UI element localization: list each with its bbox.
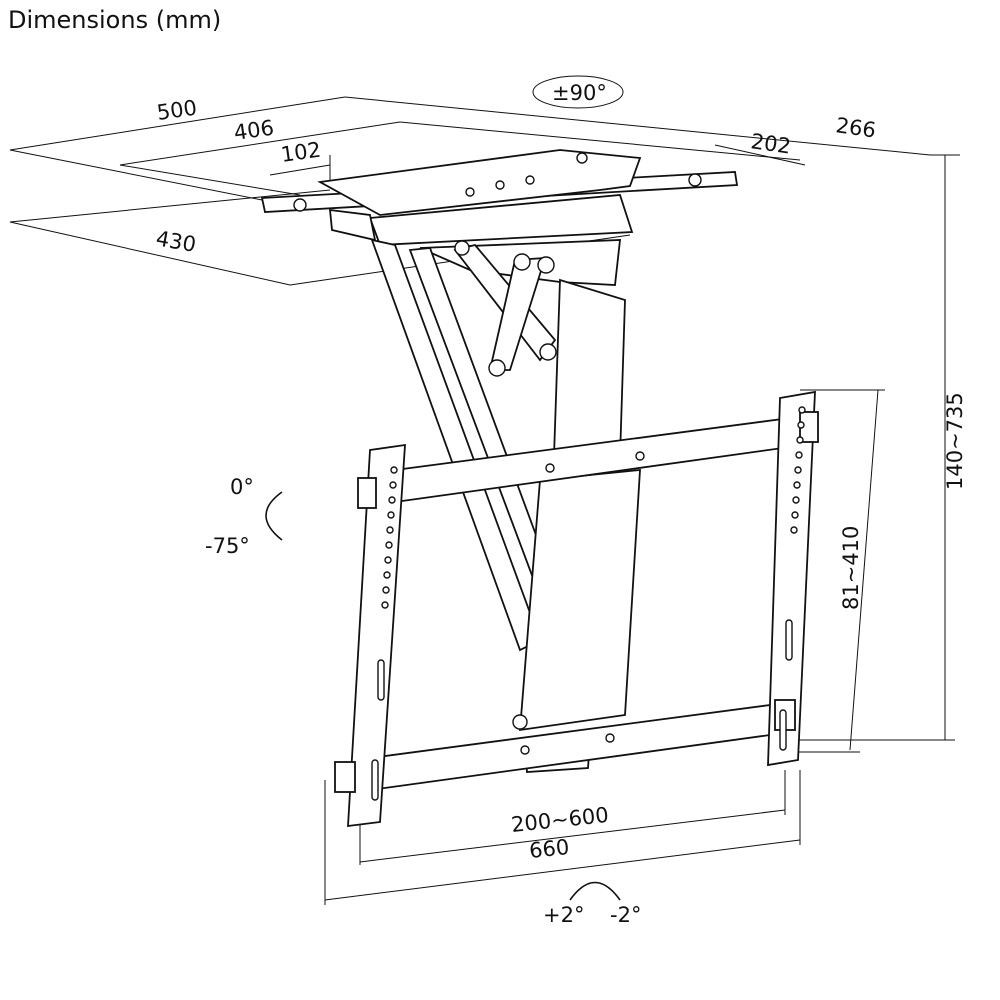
dim-660: 660	[528, 835, 570, 863]
scissor-arm	[370, 238, 641, 773]
diagram-title: Dimensions (mm)	[8, 6, 222, 34]
tv-bracket	[334, 390, 819, 828]
vesa-holes-left	[371, 466, 398, 801]
level-minus-label: -2°	[610, 903, 641, 927]
level-arrow-icon	[569, 881, 621, 901]
dimension-lines	[9, 96, 960, 905]
ceiling-plate	[260, 149, 739, 286]
tilt-arrow-icon	[265, 491, 283, 541]
dim-200-600: 200~600	[510, 803, 610, 837]
dim-406: 406	[232, 116, 275, 145]
dim-430: 430	[154, 226, 198, 257]
dim-81-410: 81~410	[839, 526, 863, 610]
tilt-max-label: 0°	[230, 475, 254, 499]
dim-202: 202	[749, 129, 792, 158]
dim-266: 266	[834, 113, 877, 142]
rotation-arrows	[265, 75, 624, 901]
dim-140-735: 140~735	[943, 392, 967, 490]
swivel-label: ±90°	[552, 81, 607, 105]
tilt-min-label: -75°	[205, 534, 250, 558]
dim-500: 500	[155, 96, 198, 125]
dim-102: 102	[279, 138, 322, 167]
level-plus-label: +2°	[543, 903, 584, 927]
vesa-holes-right	[779, 406, 806, 751]
swivel-arrow-icon	[532, 75, 624, 109]
